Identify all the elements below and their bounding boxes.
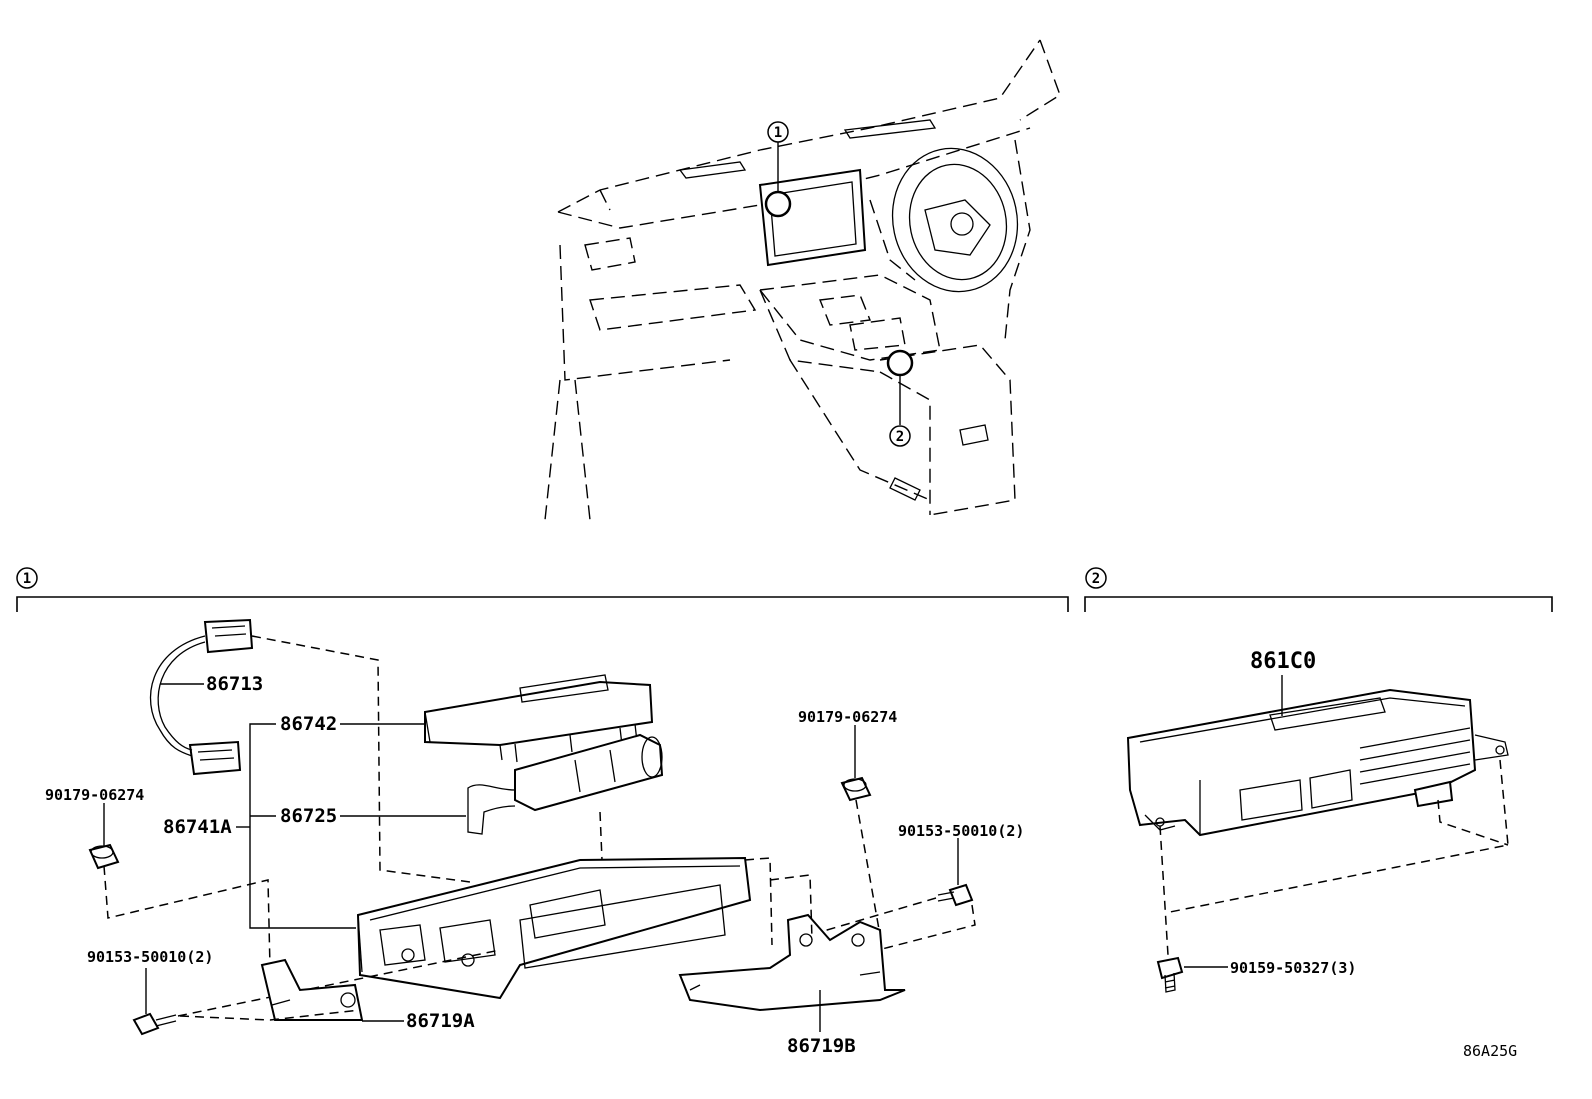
section-2-label: 2 — [1092, 571, 1100, 587]
overview-callout-1: 1 — [764, 121, 792, 218]
top-cover-86742 — [424, 674, 654, 763]
nut-90179-right — [840, 725, 881, 936]
label-86725: 86725 — [280, 805, 337, 827]
module-861C0 — [1126, 688, 1509, 837]
assembly-86741A-bracket — [236, 723, 356, 929]
callout-2-label: 2 — [896, 429, 904, 445]
callout-1-label: 1 — [774, 125, 782, 141]
section-2-parts: 861C0 90159-50327(3) — [1126, 649, 1509, 993]
wire-harness-86713 — [149, 618, 471, 883]
section-2-header: 2 — [1084, 567, 1553, 612]
label-86742: 86742 — [280, 713, 337, 735]
overview-callout-2: 2 — [886, 349, 914, 447]
label-90179-right: 90179-06274 — [798, 708, 897, 726]
label-90153-left: 90153-50010(2) — [87, 948, 213, 966]
diagram-reference-code: 86A25G — [1463, 1042, 1517, 1060]
label-90159: 90159-50327(3) — [1230, 959, 1356, 977]
label-90153-right: 90153-50010(2) — [898, 822, 1024, 840]
battery-86725 — [467, 733, 664, 835]
label-861C0: 861C0 — [1250, 649, 1316, 674]
screw-90153-left — [132, 949, 501, 1036]
section-1-label: 1 — [23, 571, 31, 587]
main-unit-housing — [356, 811, 773, 1000]
label-90179-left: 90179-06274 — [45, 786, 144, 804]
label-86741A: 86741A — [163, 816, 232, 838]
bracket-86719B — [678, 874, 906, 1012]
dashboard-overview: 1 2 — [544, 39, 1061, 521]
section-1-parts: 86713 86742 86725 86741A — [45, 618, 1024, 1057]
screw-90159 — [1156, 956, 1228, 993]
nut-90179-left — [88, 803, 271, 969]
label-86719A: 86719A — [406, 1010, 475, 1032]
section-1-header: 1 — [16, 567, 1069, 612]
bracket-86719A — [179, 958, 364, 1021]
label-86713: 86713 — [206, 673, 263, 695]
label-86719B: 86719B — [787, 1035, 856, 1057]
